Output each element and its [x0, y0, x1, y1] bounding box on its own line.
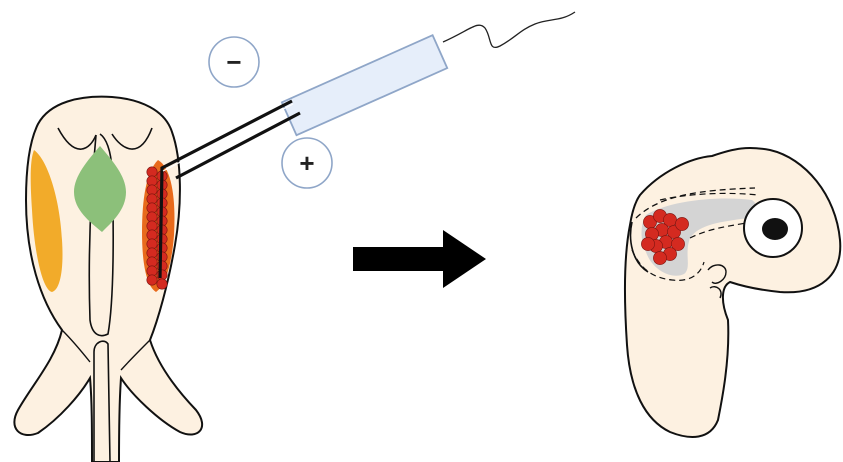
electroporated-cell: [641, 237, 654, 250]
right-arrow-icon: [353, 230, 486, 288]
electroporated-cell: [147, 275, 157, 285]
electroporated-cell: [675, 217, 688, 230]
positive-label: +: [299, 148, 314, 178]
embryo-body-outline: [625, 148, 840, 437]
embryo-cross-section-outline: [14, 97, 202, 462]
electrode-wire: [443, 12, 575, 47]
positive-pole-marker: +: [282, 138, 332, 188]
embryo-lateral-view: [625, 148, 840, 437]
eye-lens: [762, 218, 788, 240]
negative-pole-marker: −: [209, 37, 259, 87]
electroporated-cell: [157, 279, 167, 289]
negative-label: −: [226, 47, 241, 77]
electrode-handle: [282, 35, 447, 135]
neural-tube-section: [14, 97, 202, 462]
electroporated-cell: [653, 251, 666, 264]
electrode-prong-positive: [176, 113, 300, 178]
electroporated-cells-left: [147, 167, 167, 289]
